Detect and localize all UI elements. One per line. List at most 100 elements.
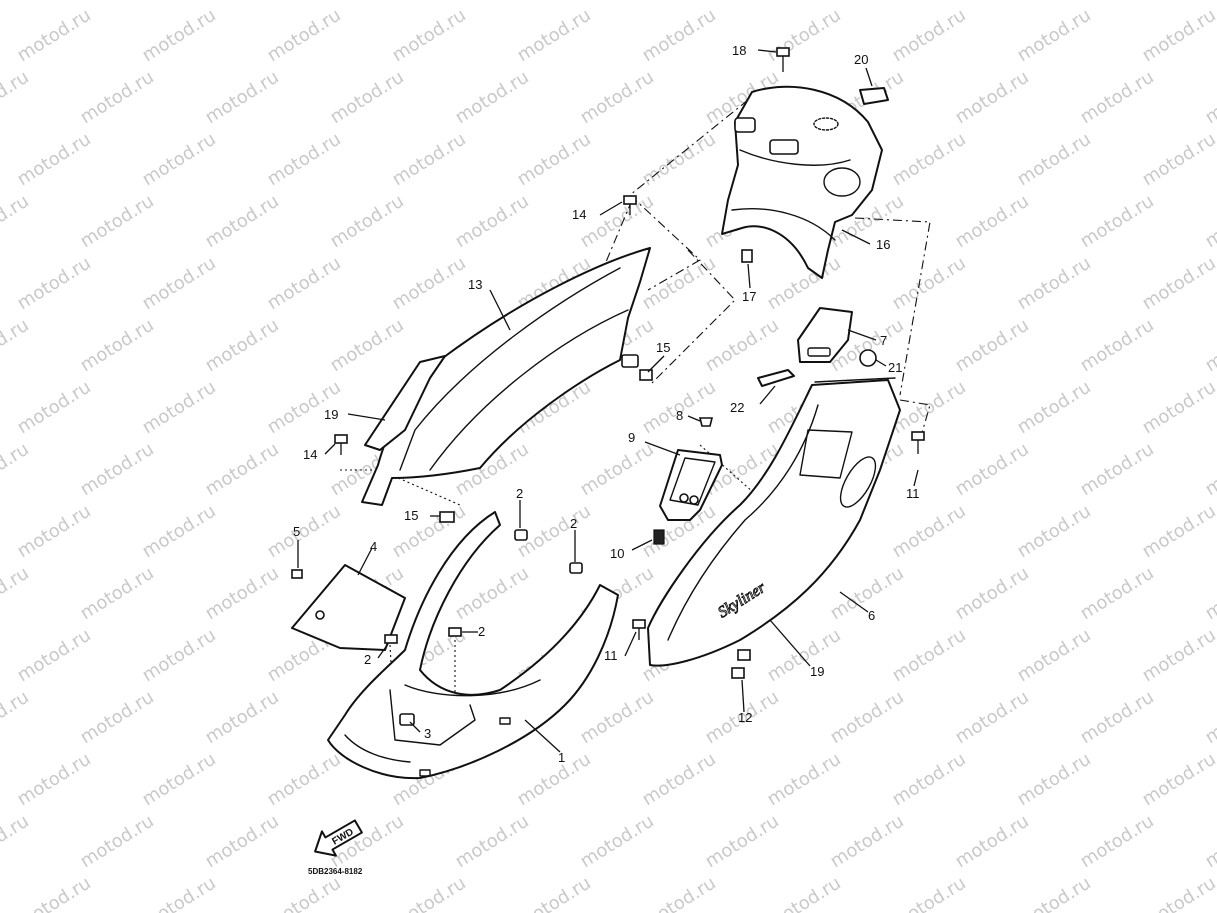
watermark-text: motod.ru bbox=[77, 0, 158, 4]
watermark-text: motod.ru bbox=[452, 0, 533, 4]
watermark-text: motod.ru bbox=[1077, 315, 1158, 377]
watermark-text: motod.ru bbox=[1202, 315, 1217, 377]
callout-16: 16 bbox=[876, 237, 890, 252]
watermark-text: motod.ru bbox=[577, 67, 658, 129]
watermark-text: motod.ru bbox=[264, 5, 345, 67]
callout-22: 22 bbox=[730, 400, 744, 415]
watermark-text: motod.ru bbox=[952, 315, 1033, 377]
callout-4: 4 bbox=[370, 539, 377, 554]
lid-cover bbox=[797, 307, 853, 363]
callout-18: 18 bbox=[732, 43, 746, 58]
watermark-text: motod.ru bbox=[889, 5, 970, 67]
watermark-text: motod.ru bbox=[452, 191, 533, 253]
watermark-text: motod.ru bbox=[764, 873, 845, 913]
grab-bracket bbox=[659, 449, 723, 521]
watermark-text: motod.ru bbox=[202, 315, 283, 377]
watermark-text: motod.ru bbox=[702, 0, 783, 4]
diagram-part-code: 5DB2364-8182 bbox=[308, 867, 363, 876]
watermark-text: motod.ru bbox=[202, 191, 283, 253]
watermark-text: motod.ru bbox=[639, 873, 720, 913]
watermark-text: motod.ru bbox=[889, 253, 970, 315]
callout-6: 6 bbox=[868, 608, 875, 623]
side-panel bbox=[291, 564, 406, 651]
watermark-text: motod.ru bbox=[0, 563, 33, 625]
watermark-text: motod.ru bbox=[1139, 129, 1217, 191]
watermark-text: motod.ru bbox=[139, 873, 220, 913]
callout-19-right: 19 bbox=[810, 664, 824, 679]
watermark-text: motod.ru bbox=[77, 191, 158, 253]
watermark-text: motod.ru bbox=[202, 563, 283, 625]
watermark-text: motod.ru bbox=[14, 129, 95, 191]
watermark-text: motod.ru bbox=[577, 191, 658, 253]
callout-15-left: 15 bbox=[404, 508, 418, 523]
watermark-text: motod.ru bbox=[77, 67, 158, 129]
watermark-text: motod.ru bbox=[77, 563, 158, 625]
watermark-text: motod.ru bbox=[827, 0, 908, 4]
callout-2-a: 2 bbox=[516, 486, 523, 501]
watermark-text: motod.ru bbox=[764, 625, 845, 687]
watermark-text: motod.ru bbox=[264, 501, 345, 563]
callout-1: 1 bbox=[558, 750, 565, 765]
watermark-text: motod.ru bbox=[389, 129, 470, 191]
watermark-text: motod.ru bbox=[139, 749, 220, 811]
panel-hole bbox=[315, 610, 325, 620]
watermark-text: motod.ru bbox=[139, 377, 220, 439]
watermark-text: motod.ru bbox=[764, 5, 845, 67]
callout-15-right: 15 bbox=[656, 340, 670, 355]
watermark-text: motod.ru bbox=[764, 749, 845, 811]
watermark-text: motod.ru bbox=[202, 687, 283, 749]
watermark-text: motod.ru bbox=[1139, 253, 1217, 315]
watermark-text: motod.ru bbox=[452, 563, 533, 625]
watermark-text: motod.ru bbox=[1202, 191, 1217, 253]
watermark-text: motod.ru bbox=[1139, 749, 1217, 811]
watermark-text: motod.ru bbox=[0, 439, 33, 501]
watermark-text: motod.ru bbox=[389, 873, 470, 913]
watermark-text: motod.ru bbox=[389, 5, 470, 67]
leader-lines bbox=[297, 49, 919, 753]
watermark-text: motod.ru bbox=[77, 439, 158, 501]
watermark-text: motod.ru bbox=[264, 129, 345, 191]
watermark-text: motod.ru bbox=[639, 749, 720, 811]
callout-14-top: 14 bbox=[572, 207, 586, 222]
watermark-text: motod.ru bbox=[202, 811, 283, 873]
watermark-text: motod.ru bbox=[139, 129, 220, 191]
left-side-cover bbox=[361, 247, 651, 506]
watermark-text: motod.ru bbox=[1014, 749, 1095, 811]
watermark-text: motod.ru bbox=[952, 0, 1033, 4]
watermark-text: motod.ru bbox=[952, 811, 1033, 873]
watermark-text: motod.ru bbox=[1014, 501, 1095, 563]
callout-2-d: 2 bbox=[364, 652, 371, 667]
watermark-text: motod.ru bbox=[952, 563, 1033, 625]
callout-20: 20 bbox=[854, 52, 868, 67]
watermark-text: motod.ru bbox=[14, 253, 95, 315]
callout-21: 21 bbox=[888, 360, 902, 375]
watermark-text: motod.ru bbox=[452, 811, 533, 873]
watermark-text: motod.ru bbox=[514, 129, 595, 191]
callout-11-right: 11 bbox=[906, 486, 920, 501]
watermark-text: motod.ru bbox=[577, 687, 658, 749]
watermark-text: motod.ru bbox=[1014, 625, 1095, 687]
watermark-text: motod.ru bbox=[1077, 67, 1158, 129]
watermark-text: motod.ru bbox=[1014, 5, 1095, 67]
bracket-strip bbox=[757, 369, 795, 387]
watermark-text: motod.ru bbox=[264, 873, 345, 913]
watermark-text: motod.ru bbox=[889, 749, 970, 811]
callout-3: 3 bbox=[424, 726, 431, 741]
watermark-text: motod.ru bbox=[264, 749, 345, 811]
watermark-text: motod.ru bbox=[77, 811, 158, 873]
watermark-text: motod.ru bbox=[952, 439, 1033, 501]
watermark-text: motod.ru bbox=[327, 315, 408, 377]
callout-11-left: 11 bbox=[604, 648, 618, 663]
watermark-text: motod.ru bbox=[1202, 687, 1217, 749]
watermark-text: motod.ru bbox=[1139, 501, 1217, 563]
watermark-text: motod.ru bbox=[1202, 0, 1217, 4]
watermark-text: motod.ru bbox=[1202, 439, 1217, 501]
watermark-text: motod.ru bbox=[702, 315, 783, 377]
watermark-text: motod.ru bbox=[639, 129, 720, 191]
watermark-text: motod.ru bbox=[1077, 0, 1158, 4]
watermark-text: motod.ru bbox=[14, 5, 95, 67]
watermark-text: motod.ru bbox=[1139, 873, 1217, 913]
watermark-text: motod.ru bbox=[0, 811, 33, 873]
